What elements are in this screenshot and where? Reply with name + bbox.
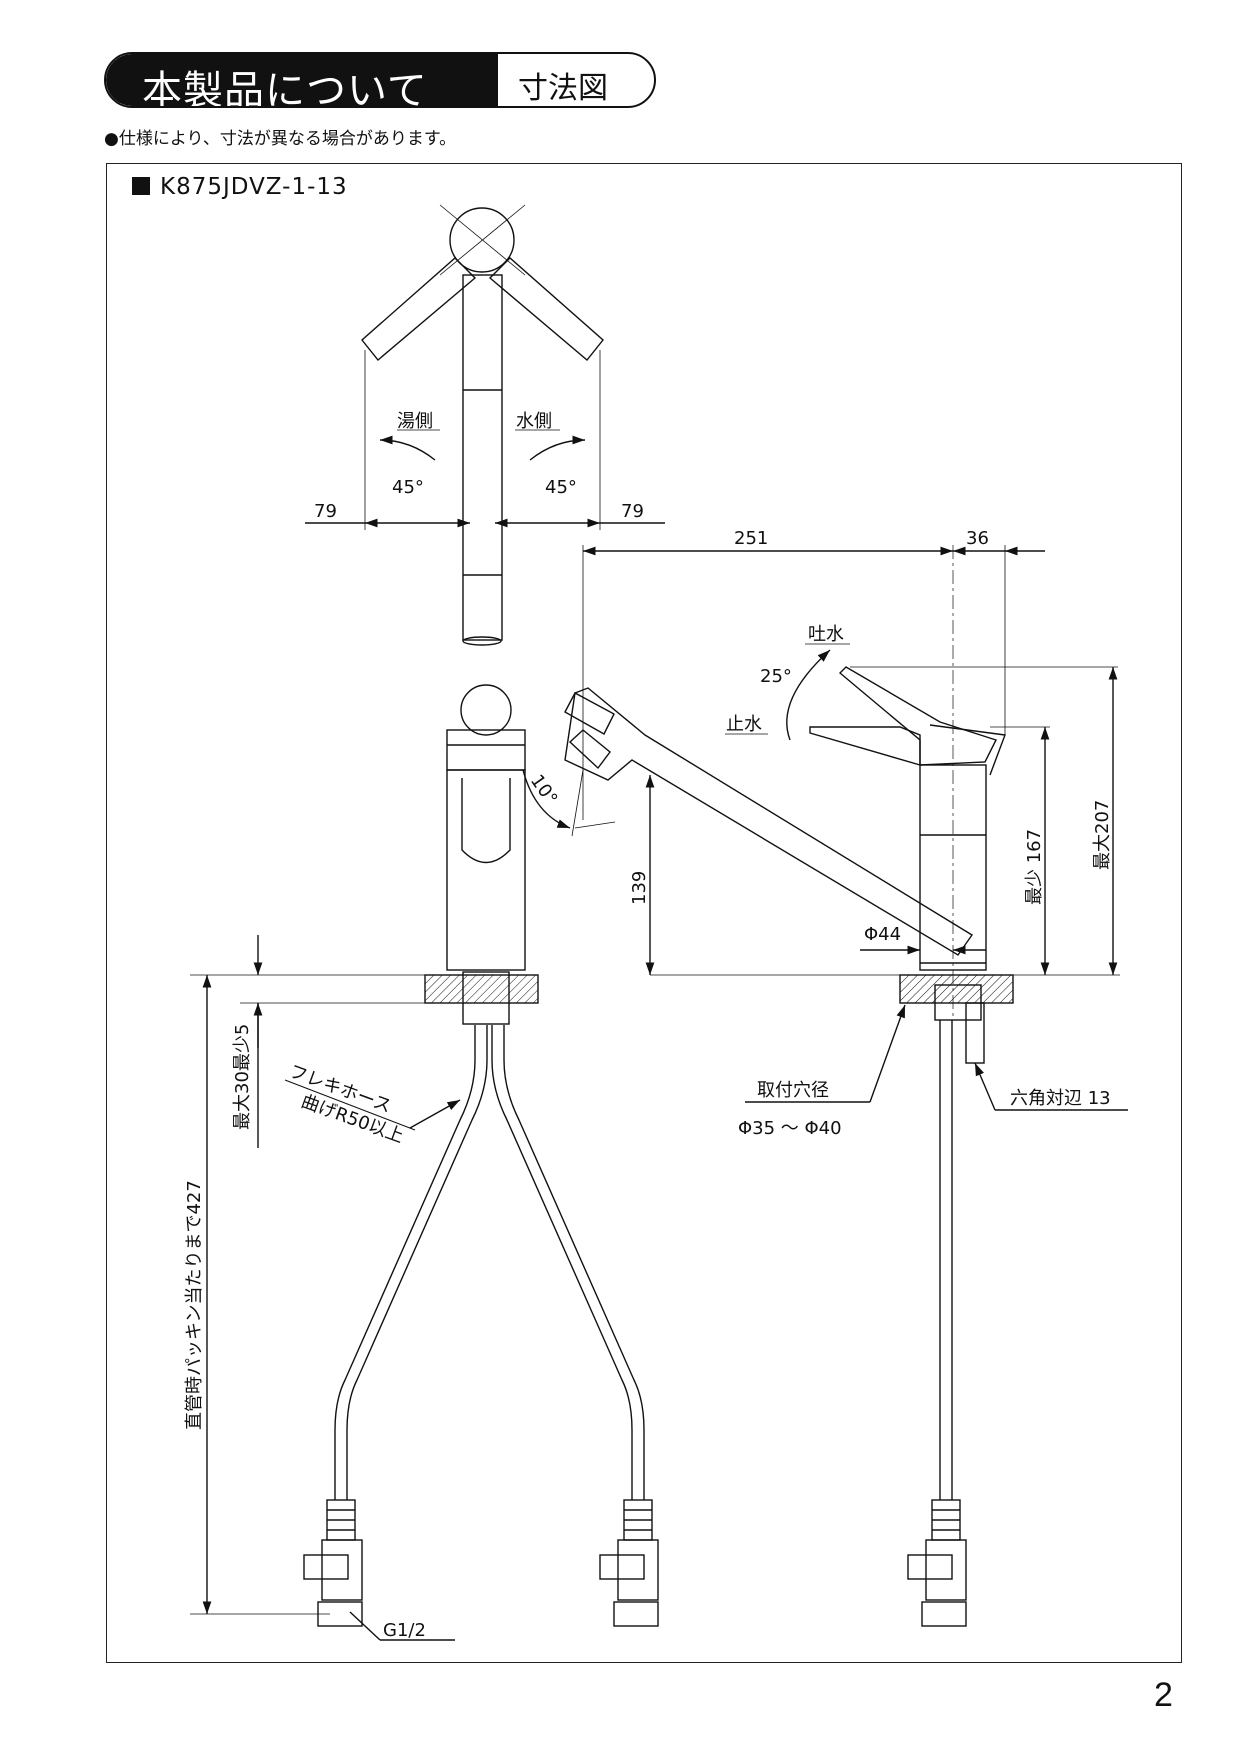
spec-note: ●仕様により、寸法が異なる場合があります。 xyxy=(104,129,457,149)
hole-diameter-range: Φ35 ～ Φ40 xyxy=(738,1118,842,1139)
hole-diameter-title: 取付穴径 xyxy=(757,1080,829,1101)
front-lever-knob xyxy=(460,684,512,736)
front-mount-plate xyxy=(424,974,539,1004)
section-header-dark-block xyxy=(106,54,498,106)
dim-79-right: 79 xyxy=(621,501,644,522)
fitting-left xyxy=(303,1499,363,1627)
dim-phi44: Φ44 xyxy=(864,924,901,945)
bullet-square-icon xyxy=(132,177,150,195)
front-body xyxy=(446,769,526,971)
dim-max30-min5: 最大30最少5 xyxy=(232,1024,253,1130)
model-number: K875JDVZ-1-13 xyxy=(160,174,348,200)
hex-size-label: 六角対辺 13 xyxy=(1010,1088,1111,1109)
side-view xyxy=(522,545,1128,1627)
spout-top-view xyxy=(462,274,503,641)
cold-angle-label: 45° xyxy=(545,477,577,498)
lever-hot-position xyxy=(361,257,477,361)
side-spout xyxy=(564,687,974,956)
page-number: 2 xyxy=(1154,1676,1173,1714)
cold-side-label: 水側 xyxy=(516,411,552,432)
dim-251: 251 xyxy=(734,528,768,549)
section-subtitle: 寸法図 xyxy=(518,71,608,106)
side-lever-closed xyxy=(809,726,921,766)
hot-side-label: 湯側 xyxy=(397,411,433,432)
hose-right xyxy=(491,1025,633,1500)
front-lever-base xyxy=(446,729,526,771)
dim-min-167: 最少 167 xyxy=(1024,829,1045,905)
stop-water-label: 止水 xyxy=(726,714,762,735)
lever-cold-position xyxy=(488,257,604,361)
front-body-groove xyxy=(461,778,511,864)
drawing-frame xyxy=(106,163,1182,1663)
side-mount-plate xyxy=(899,974,1014,1004)
thread-label: G1/2 xyxy=(383,1620,426,1641)
model-label: K875JDVZ-1-13 xyxy=(132,174,348,200)
top-view-body-circle xyxy=(449,207,515,273)
section-title: 本製品について xyxy=(142,68,428,108)
fitting-side xyxy=(907,1499,967,1627)
angle-25-label: 25° xyxy=(760,666,792,687)
hose-left xyxy=(334,1025,476,1500)
fitting-right xyxy=(599,1499,659,1627)
front-view xyxy=(190,684,659,1641)
top-view xyxy=(305,204,665,646)
dim-36: 36 xyxy=(966,528,989,549)
spout-out-label: 吐水 xyxy=(808,624,844,645)
dim-427-label: 直管時パッキン当たりまで427 xyxy=(184,1180,205,1430)
side-lever-open xyxy=(838,666,997,766)
dim-79-left: 79 xyxy=(314,501,337,522)
angle-10-label: 10° xyxy=(526,771,562,809)
dim-139: 139 xyxy=(629,871,650,905)
dim-max-207: 最大207 xyxy=(1092,800,1113,870)
hot-angle-label: 45° xyxy=(392,477,424,498)
section-header: 本製品について 寸法図 xyxy=(104,52,656,108)
